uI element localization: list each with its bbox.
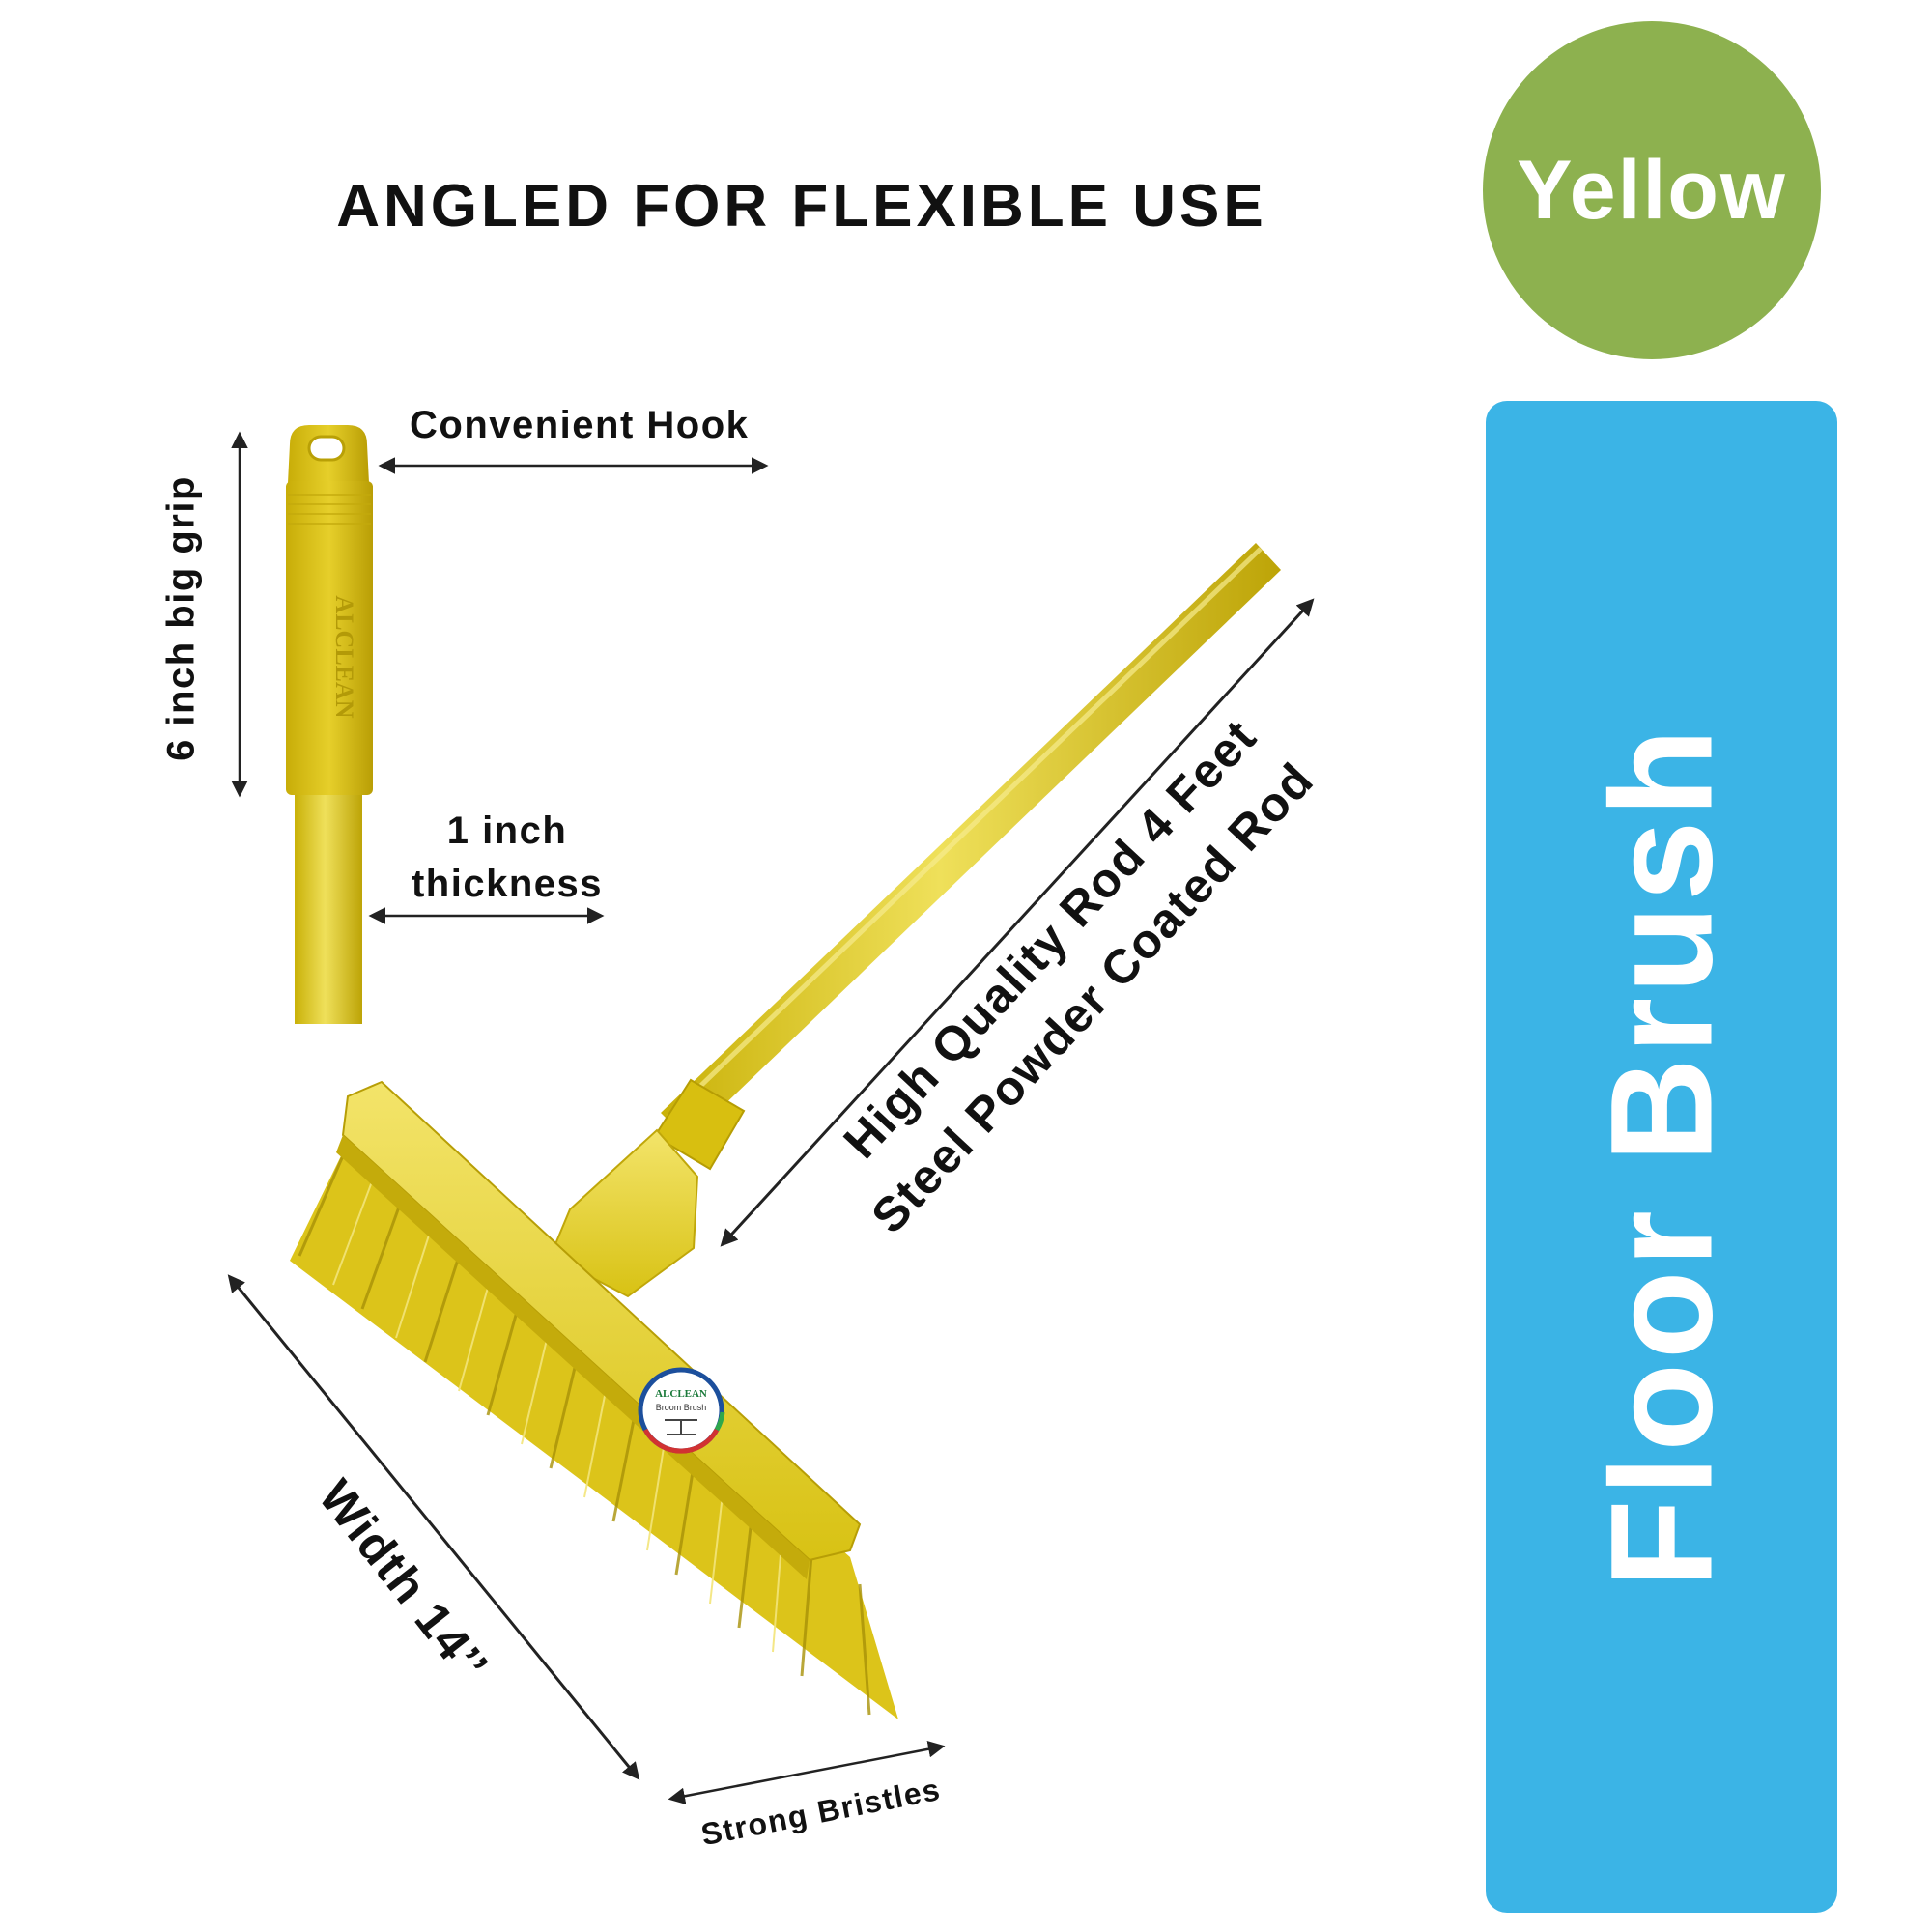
brand-sticker: ALCLEAN Broom Brush: [638, 1367, 725, 1454]
width-arrow: [227, 1274, 640, 1780]
page-title: ANGLED FOR FLEXIBLE USE: [336, 173, 1267, 240]
brand-emboss: ALCLEAN: [330, 595, 358, 718]
broom: ALCLEAN Broom Brush: [290, 543, 1281, 1719]
hook-label: Convenient Hook: [410, 404, 750, 446]
color-badge: Yellow: [1483, 21, 1821, 359]
rod-length-arrow: [720, 598, 1315, 1247]
thickness-label-line1: 1 inch: [446, 810, 568, 852]
product-name-panel: [1486, 401, 1837, 1913]
sticker-line: Broom Brush: [656, 1403, 707, 1412]
grip-label: 6 inch big grip: [159, 475, 203, 761]
color-badge-label: Yellow: [1517, 143, 1787, 237]
sticker-brand: ALCLEAN: [655, 1388, 707, 1400]
handle-closeup: ALCLEAN: [286, 425, 373, 1024]
bristles-arrow: [668, 1741, 946, 1804]
thickness-label-line2: thickness: [411, 863, 604, 905]
